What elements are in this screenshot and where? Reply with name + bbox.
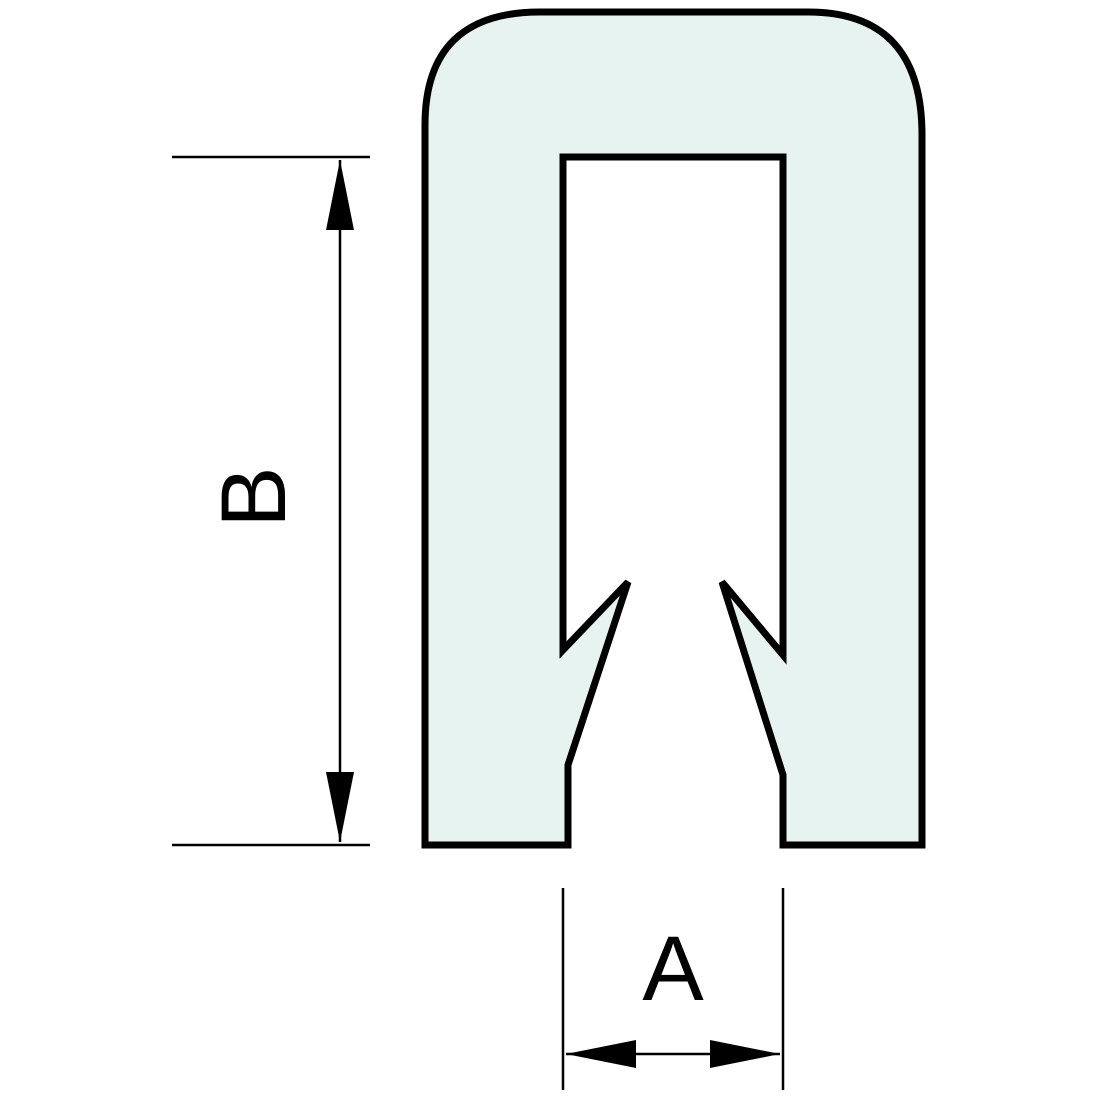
dimension-a-arrow-right	[710, 1040, 780, 1068]
dimension-a	[561, 888, 785, 1090]
u-channel-profile	[421, 8, 926, 849]
dimension-a-arrow-left	[566, 1040, 636, 1068]
dimension-b-label: B	[203, 466, 305, 527]
dimension-b-arrow-down	[326, 772, 354, 842]
dimension-b	[172, 155, 370, 847]
dimension-a-label: A	[642, 918, 704, 1020]
dimension-b-arrow-up	[326, 160, 354, 230]
